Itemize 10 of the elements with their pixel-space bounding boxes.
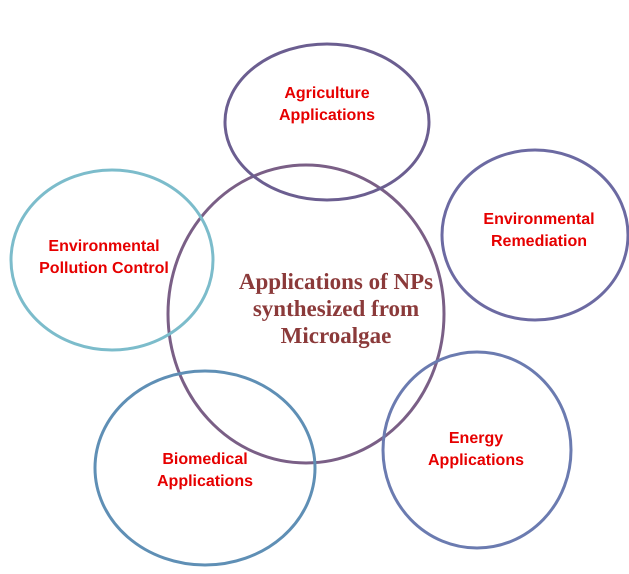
circle-node bbox=[381, 350, 573, 550]
node-label: Biomedical Applications bbox=[156, 450, 254, 492]
node-label: Applications of NPs synthesized from Microalgae bbox=[238, 268, 434, 348]
node-label: Energy Applications bbox=[426, 429, 525, 471]
circle-node bbox=[93, 369, 317, 567]
node-label: Environmental Pollution Control bbox=[38, 237, 170, 279]
node-label: Environmental Remediation bbox=[482, 210, 596, 252]
circle-node bbox=[223, 42, 431, 202]
node-label: Agriculture Applications bbox=[278, 84, 376, 126]
circle-node bbox=[9, 168, 215, 352]
